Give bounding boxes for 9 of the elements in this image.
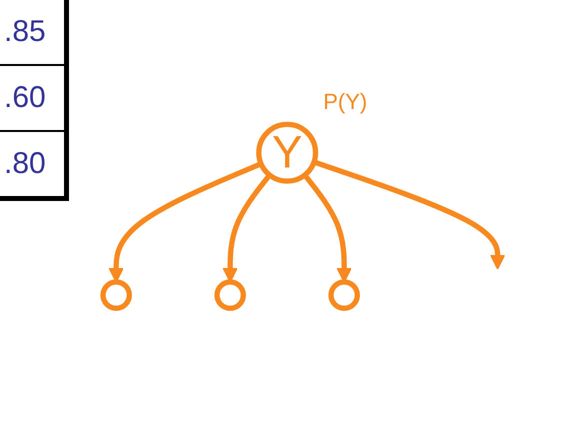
node-circle: Y [256,122,318,184]
empty-circle [100,279,132,311]
table-cell: .60 [0,65,66,131]
arrow [312,159,506,270]
empty-circle [214,279,246,311]
probability-label: P(Y) [323,88,368,115]
table-cell: .85 [0,0,66,65]
table-cell: .80 [0,131,66,198]
empty-circle [328,279,360,311]
